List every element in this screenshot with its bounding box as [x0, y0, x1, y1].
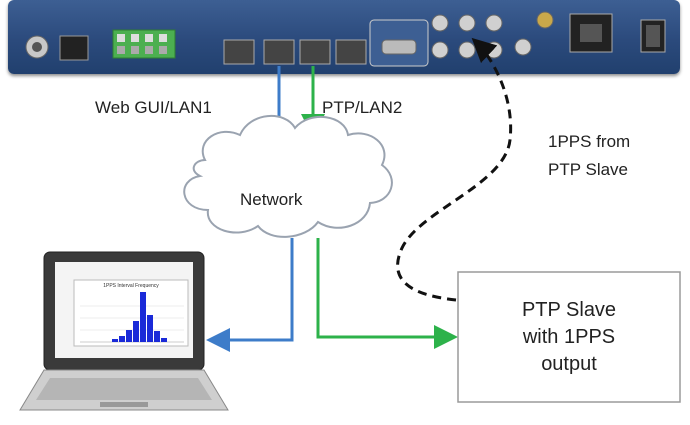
bnc-connectors [431, 14, 532, 59]
power-alarm-terminals [112, 29, 176, 59]
ptp-slave-box [457, 271, 681, 403]
lan-ports [223, 39, 367, 65]
network-cloud [183, 114, 393, 238]
label-pps-from-slave: 1PPS from PTP Slave [548, 132, 631, 179]
label-ptp-lan2: PTP/LAN2 [322, 98, 403, 117]
radio-bnc-port [25, 35, 49, 59]
screen-chart-title: 1PPS Interval Frequency [103, 283, 159, 289]
pps-return-link [396, 37, 513, 302]
power-inlet [569, 13, 613, 53]
serial-port [369, 19, 429, 67]
screen-chart [73, 279, 189, 347]
power-switch [640, 19, 666, 53]
modem-port [59, 35, 89, 61]
label-network: Network [240, 190, 303, 209]
label-web-gui: Web GUI/LAN1 [95, 98, 212, 117]
ground-screw [536, 11, 554, 29]
lan2-to-slave [316, 238, 458, 349]
